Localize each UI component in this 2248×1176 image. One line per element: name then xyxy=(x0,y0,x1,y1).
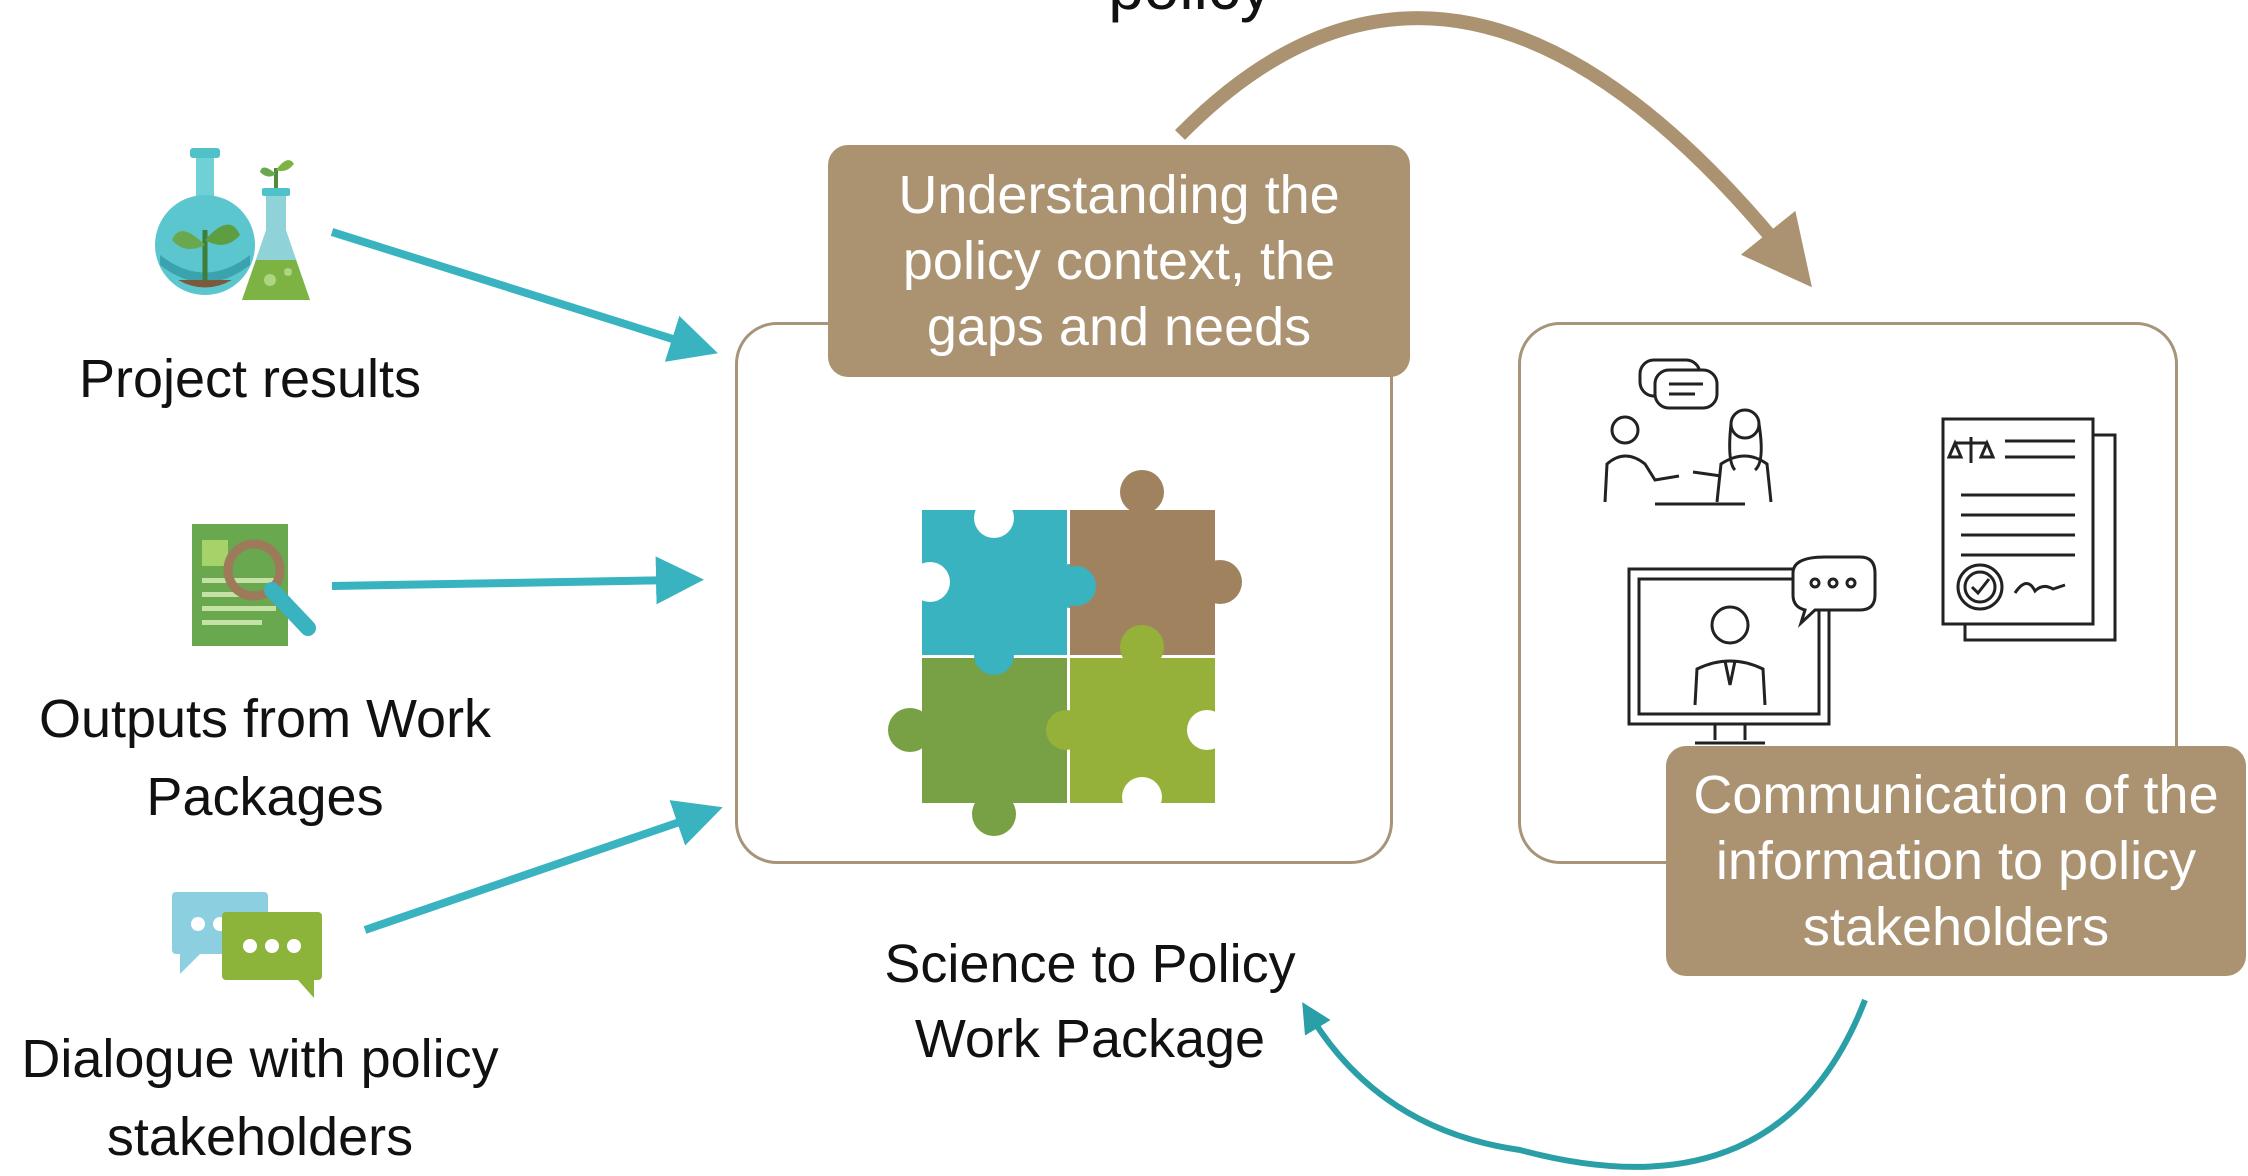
document-search-icon xyxy=(190,520,330,650)
arrow-outputs xyxy=(331,556,704,605)
tan-cycle-arrow xyxy=(1175,11,1812,288)
arrow-dialogue xyxy=(363,800,723,934)
legal-document-icon xyxy=(1935,415,2120,645)
meeting-icon xyxy=(1595,352,1795,512)
video-call-icon xyxy=(1625,555,1885,755)
understanding-banner: Understanding the policy context, the ga… xyxy=(828,145,1410,377)
puzzle-pieces-icon xyxy=(870,462,1270,852)
diagram-title: policy xyxy=(1040,0,1340,26)
chat-bubbles-icon xyxy=(170,890,330,1010)
communication-banner: Communication of the information to poli… xyxy=(1666,746,2246,976)
arrow-project-results xyxy=(330,228,718,362)
input-label-project-results: Project results xyxy=(78,349,422,409)
input-label-dialogue: Dialogue with policy stakeholders xyxy=(21,1029,499,1167)
center-caption-line2: Work Package xyxy=(914,1009,1266,1069)
flask-plant-icon xyxy=(150,140,320,310)
input-label-outputs: Outputs from Work Packages xyxy=(38,689,492,827)
teal-cycle-arrow xyxy=(1302,998,1868,1170)
center-caption-line1: Science to Policy xyxy=(884,934,1296,994)
